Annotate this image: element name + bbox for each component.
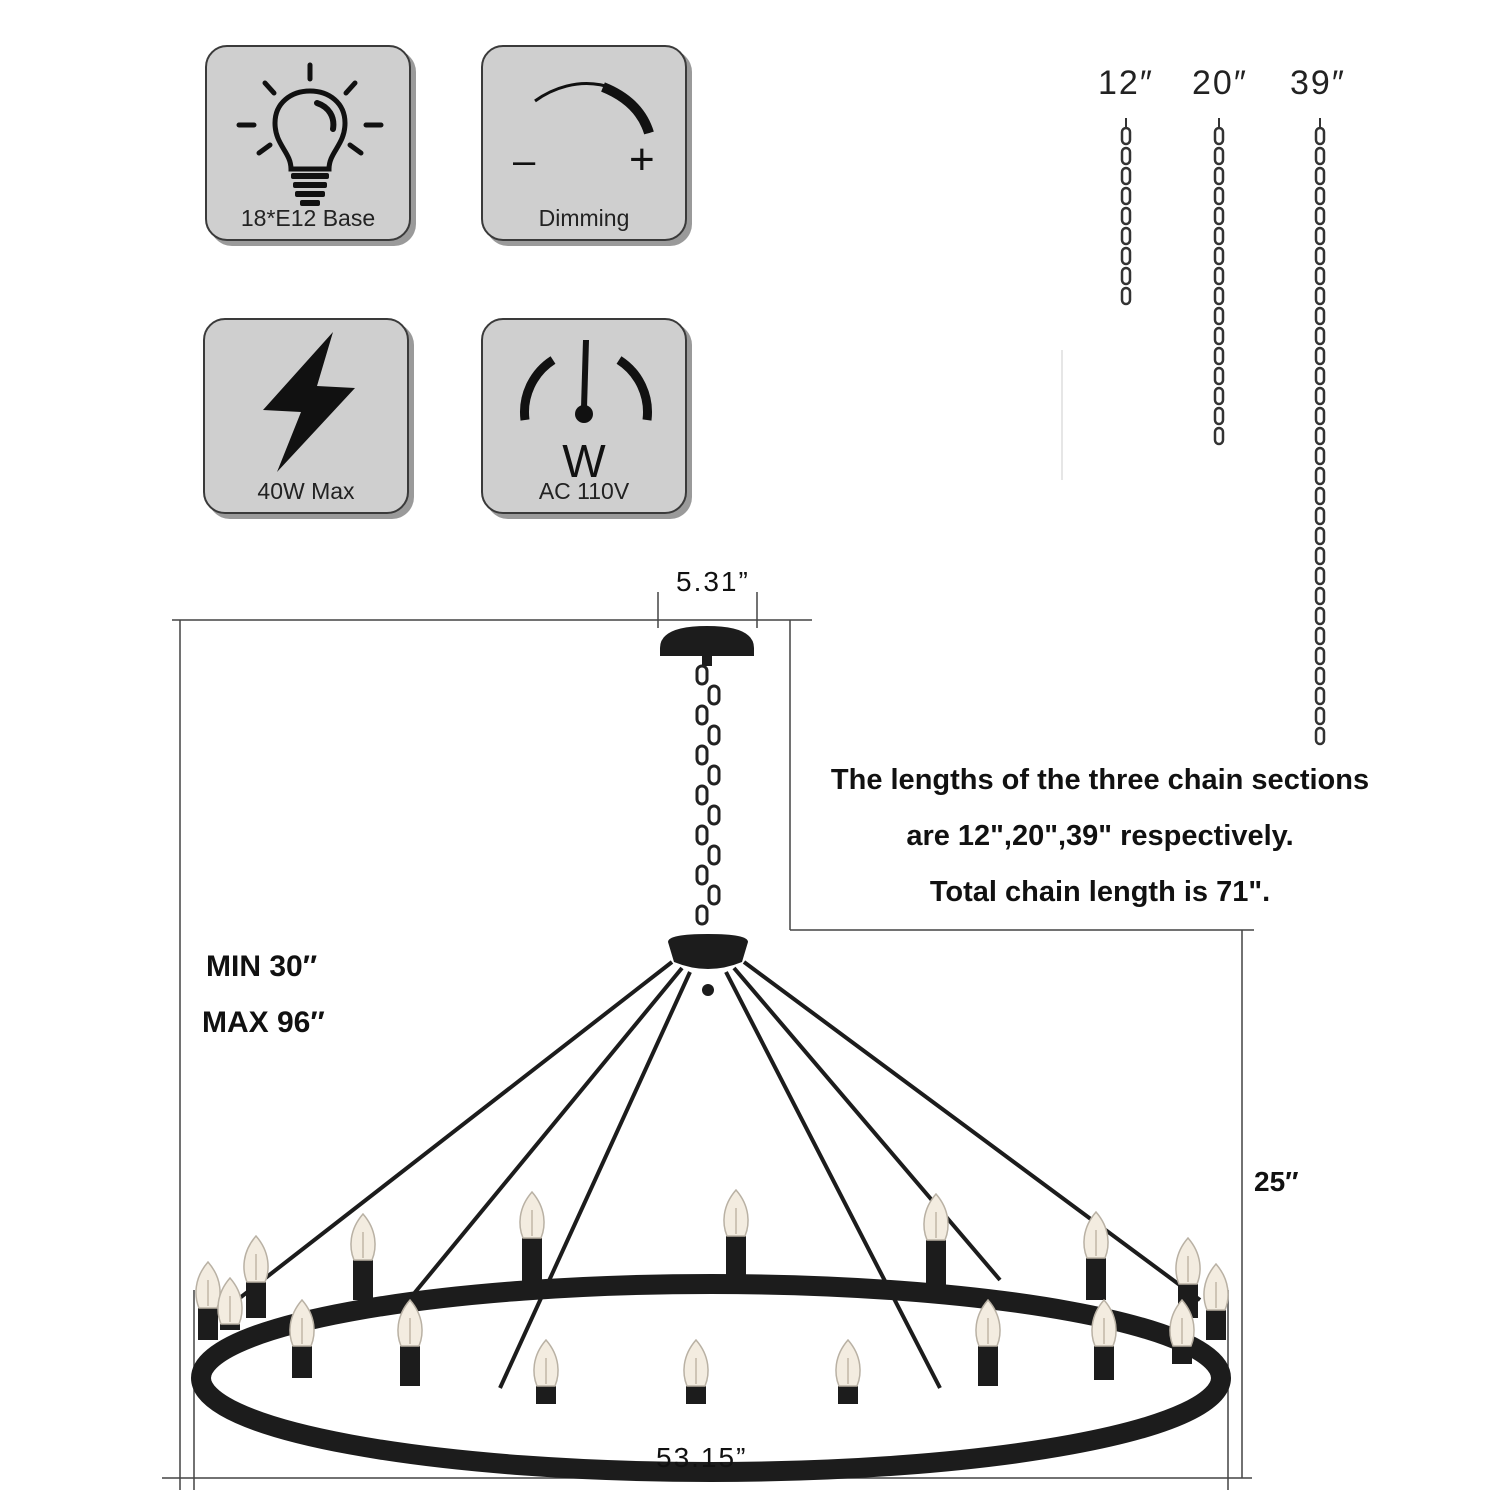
max-wattage-label: 40W Max: [257, 478, 355, 504]
candle-lights: [195, 1188, 1229, 1404]
candle-light: [243, 1234, 269, 1318]
candle-light: [1203, 1262, 1229, 1340]
feature-tile-bulb-base: 18*E12 Base: [205, 45, 411, 241]
chain-sample-20: [1213, 118, 1225, 446]
bulb-base-label: 18*E12 Base: [240, 205, 376, 231]
candle-light: [1091, 1298, 1117, 1380]
chain-link: [695, 824, 709, 846]
chain-sample-39: [1314, 118, 1326, 746]
candle-light: [1083, 1210, 1109, 1300]
height-dimension-lines: [162, 592, 1254, 1490]
fixture-height-label: 25″: [1254, 1166, 1299, 1197]
light-bulb-icon: [236, 62, 384, 206]
watt-unit-symbol: W: [562, 435, 606, 487]
description-line-3: Total chain length is 71".: [929, 876, 1271, 908]
fixture-width-label: 53.15”: [656, 1442, 748, 1473]
dimming-label: Dimming: [538, 205, 630, 231]
chain-link: [707, 724, 721, 746]
candle-light: [397, 1298, 423, 1386]
wagon-wheel-ring: [191, 1274, 1231, 1482]
candle-light: [519, 1190, 545, 1290]
description-line-2: are 12",20",39" respectively.: [906, 820, 1294, 852]
chain-description: The lengths of the three chain sections …: [770, 752, 1430, 920]
candle-light: [835, 1338, 861, 1404]
chain-link: [707, 884, 721, 906]
chain-link: [695, 784, 709, 806]
dimming-plus-sign: +: [629, 135, 655, 184]
center-hub: [668, 934, 748, 996]
candle-light: [1175, 1236, 1201, 1318]
chain-link: [707, 764, 721, 786]
hanging-chain: [695, 664, 721, 926]
height-min-label: MIN 30″: [206, 950, 318, 983]
chain-link: [695, 864, 709, 886]
chain-sample-12: [1120, 118, 1132, 306]
ceiling-canopy: [660, 626, 754, 666]
chain-link: [695, 704, 709, 726]
voltage-label: AC 110V: [538, 478, 630, 504]
feature-tile-max-wattage: 40W Max: [203, 318, 409, 514]
candle-light: [350, 1212, 376, 1300]
dimming-minus-sign: –: [513, 139, 536, 183]
candle-light: [533, 1338, 559, 1404]
lightning-bolt-icon: [263, 332, 355, 472]
chain-link: [707, 684, 721, 706]
chain-link: [707, 844, 721, 866]
chain-link: [695, 664, 709, 686]
canopy-width-label: 5.31”: [676, 566, 750, 597]
chain-link: [695, 744, 709, 766]
feature-tile-dimming: – + Dimming: [481, 45, 687, 241]
chain-length-label-39: 39″: [1290, 64, 1346, 102]
support-arms: [212, 960, 1202, 1389]
height-max-label: MAX 96″: [202, 1006, 325, 1039]
candle-light: [195, 1260, 221, 1340]
chain-link: [695, 904, 709, 926]
candle-light: [975, 1298, 1001, 1386]
candle-light: [683, 1338, 709, 1404]
candle-light: [1169, 1298, 1195, 1364]
candle-light: [217, 1276, 243, 1330]
candle-light: [723, 1188, 749, 1282]
candle-light: [289, 1298, 315, 1378]
feature-tile-voltage: W AC 110V: [481, 318, 687, 514]
candle-light: [923, 1192, 949, 1290]
chain-link: [707, 804, 721, 826]
dimmer-arc-icon: [534, 81, 654, 135]
gauge-icon: [520, 340, 652, 423]
description-line-1: The lengths of the three chain sections: [830, 764, 1370, 796]
chain-length-label-20: 20″: [1192, 64, 1248, 102]
chain-samples: [1120, 118, 1326, 746]
chain-length-label-12: 12″: [1098, 64, 1154, 102]
